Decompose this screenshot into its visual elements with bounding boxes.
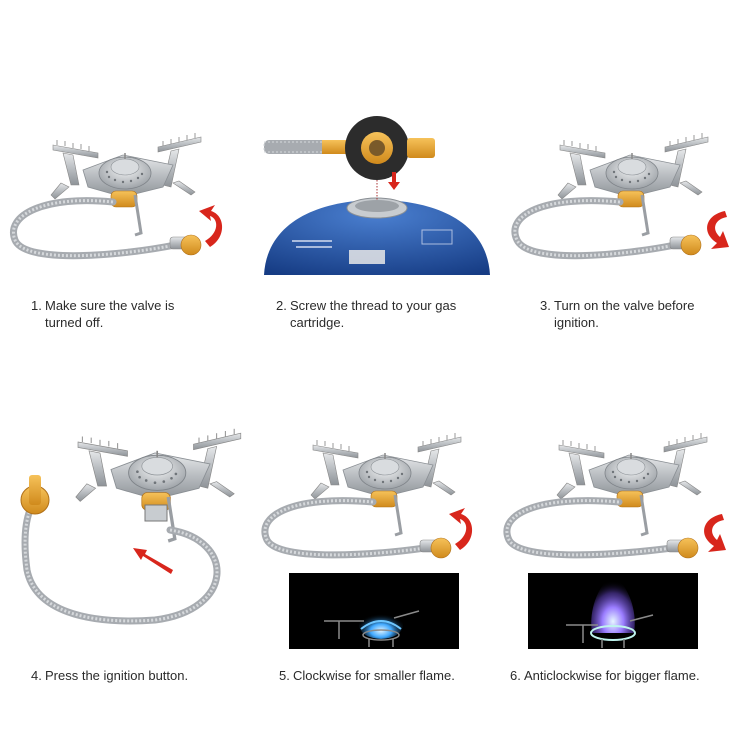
step-number: 6. <box>510 668 521 683</box>
step-number: 2. <box>276 298 287 313</box>
step-text-line1: Clockwise for smaller flame. <box>293 668 455 683</box>
step-text-line1: Press the ignition button. <box>45 668 189 683</box>
step-3-caption: 3.Turn on the valve before ignition. <box>540 297 694 331</box>
step-text-line2: ignition. <box>554 315 599 330</box>
step-text-line2: cartridge. <box>290 315 345 330</box>
small-flame-photo <box>289 573 459 649</box>
step-3-illustration <box>505 115 745 275</box>
rotate-arrow-icon <box>449 508 473 550</box>
rotate-arrow-icon <box>704 514 726 552</box>
step-number: 3. <box>540 298 551 313</box>
step-text-line1: Screw the thread to your gas <box>290 298 457 313</box>
big-flame-photo <box>528 573 698 649</box>
step-4-illustration <box>5 420 245 625</box>
step-text-line1: Make sure the valve is <box>45 298 175 313</box>
rotate-arrow-icon <box>199 205 223 247</box>
step-1-illustration <box>5 115 245 275</box>
down-arrow-icon <box>388 172 400 190</box>
step-text-line1: Turn on the valve before <box>554 298 695 313</box>
step-2-caption: 2.Screw the thread to your gas cartridge… <box>276 297 456 331</box>
step-text-line1: Anticlockwise for bigger flame. <box>524 668 700 683</box>
step-5-caption: 5.Clockwise for smaller flame. <box>279 667 455 684</box>
step-4-caption: 4.Press the ignition button. <box>31 667 188 684</box>
step-text-line2: turned off. <box>45 315 104 330</box>
step-2-illustration <box>262 100 492 278</box>
step-6-caption: 6.Anticlockwise for bigger flame. <box>510 667 700 684</box>
step-number: 5. <box>279 668 290 683</box>
step-6-illustration <box>497 420 732 565</box>
pointer-arrow-icon <box>133 548 173 574</box>
step-5-illustration <box>255 420 485 565</box>
step-number: 1. <box>31 298 42 313</box>
rotate-arrow-icon <box>707 211 729 249</box>
step-number: 4. <box>31 668 42 683</box>
step-1-caption: 1.Make sure the valve is turned off. <box>31 297 174 331</box>
